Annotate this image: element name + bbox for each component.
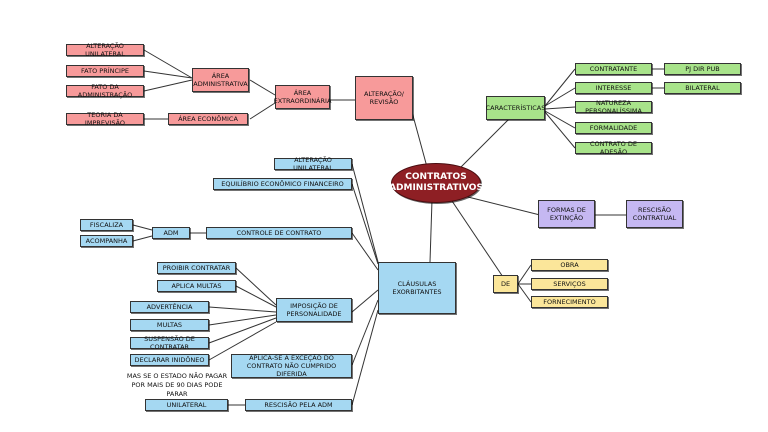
center-node[interactable]: CONTRATOS ADMINISTRATIVOS xyxy=(389,163,483,203)
declarar-inidoneo-node[interactable]: DECLARAR INIDÔNEO xyxy=(130,354,209,366)
aplica-excecao-node[interactable]: APLICA-SE A EXCEÇÃO DO CONTRATO NÃO CUMP… xyxy=(231,354,352,378)
area-administrativa-node[interactable]: ÁREA ADMINISTRATIVA xyxy=(192,68,249,92)
rescisao-contratual-node[interactable]: RESCISÃO CONTRATUAL xyxy=(626,200,683,228)
alteracao-unilateral-node[interactable]: ALTERAÇÃO UNILATERAL xyxy=(66,41,144,58)
area-economica-node[interactable]: ÁREA ECONÔMICA xyxy=(168,113,248,125)
fornecimento-label: FORNECIMENTO xyxy=(543,297,596,306)
natureza-node[interactable]: NATUREZA PERSONALÍSSIMA xyxy=(575,98,652,115)
alteracao-revisao-label: ALTERAÇÃO/ REVISÃO xyxy=(363,89,404,106)
de-label: DE xyxy=(500,279,511,288)
note-90-dias: MAS SE O ESTADO NÃO PAGAR POR MAIS DE 90… xyxy=(126,372,228,398)
proibir-contratar-node[interactable]: PROIBIR CONTRATAR xyxy=(157,262,236,274)
contrato-adesao-node[interactable]: CONTRATO DE ADESÃO xyxy=(575,139,652,156)
acompanha-node[interactable]: ACOMPANHA xyxy=(80,235,133,247)
center-label: CONTRATOS ADMINISTRATIVOS xyxy=(389,171,483,193)
servicos-node[interactable]: SERVIÇOS xyxy=(531,278,608,290)
alteracao-revisao-node[interactable]: ALTERAÇÃO/ REVISÃO xyxy=(355,76,413,120)
alteracao-unilateral-label: ALTERAÇÃO UNILATERAL xyxy=(85,41,125,58)
imposicao-label: IMPOSIÇÃO DE PERSONALIDADE xyxy=(286,301,342,318)
rescisao-adm-node[interactable]: RESCISÃO PELA ADM xyxy=(245,399,352,411)
fiscaliza-node[interactable]: FISCALIZA xyxy=(80,219,133,231)
imposicao-node[interactable]: IMPOSIÇÃO DE PERSONALIDADE xyxy=(276,298,352,322)
caracteristicas-node[interactable]: CARACTERÍSTICAS xyxy=(486,96,545,120)
teoria-imprevisao-node[interactable]: TEORIA DA IMPREVISÃO xyxy=(66,110,144,127)
controle-contrato-node[interactable]: CONTROLE DE CONTRATO xyxy=(206,227,352,239)
adm-node[interactable]: ADM xyxy=(152,227,190,239)
contratante-node[interactable]: CONTRATANTE xyxy=(575,63,652,75)
area-economica-label: ÁREA ECONÔMICA xyxy=(178,114,238,123)
obra-node[interactable]: OBRA xyxy=(531,259,608,271)
unilateral-node[interactable]: UNILATERAL xyxy=(145,399,228,411)
bilateral-node[interactable]: BILATERAL xyxy=(664,82,741,94)
formalidade-node[interactable]: FORMALIDADE xyxy=(575,122,652,134)
bilateral-label: BILATERAL xyxy=(685,83,720,92)
aplica-multas-label: APLICA MULTAS xyxy=(171,281,222,290)
suspensao-label: SUSPENSÃO DE CONTRATAR xyxy=(144,334,195,351)
rescisao-contratual-label: RESCISÃO CONTRATUAL xyxy=(632,205,677,222)
aplica-multas-node[interactable]: APLICA MULTAS xyxy=(157,280,236,292)
equilibrio-label: EQUILÍBRIO ECONÔMICO FINANCEIRO xyxy=(221,179,344,188)
clausulas-exorbitantes-label: CLÁUSULAS EXORBITANTES xyxy=(392,279,442,296)
formas-extincao-node[interactable]: FORMAS DE EXTINÇÃO xyxy=(538,200,595,228)
fornecimento-node[interactable]: FORNECIMENTO xyxy=(531,296,608,308)
declarar-inidoneo-label: DECLARAR INIDÔNEO xyxy=(134,355,205,364)
suspensao-node[interactable]: SUSPENSÃO DE CONTRATAR xyxy=(130,334,209,351)
contratante-label: CONTRATANTE xyxy=(589,64,638,73)
de-node[interactable]: DE xyxy=(493,275,518,293)
clausula-alteracao-unilateral-node[interactable]: ALTERAÇÃO UNILATERAL xyxy=(274,155,352,172)
rescisao-adm-label: RESCISÃO PELA ADM xyxy=(264,400,333,409)
multas-label: MULTAS xyxy=(156,320,183,329)
fiscaliza-label: FISCALIZA xyxy=(89,220,124,229)
adm-label: ADM xyxy=(163,228,179,237)
formalidade-label: FORMALIDADE xyxy=(589,123,638,132)
obra-label: OBRA xyxy=(560,260,579,269)
acompanha-label: ACOMPANHA xyxy=(85,236,128,245)
area-extraordinaria-node[interactable]: ÁREA EXTRAORDINÁRIA xyxy=(273,85,332,109)
advertencia-label: ADVERTÊNCIA xyxy=(146,302,193,311)
multas-node[interactable]: MULTAS xyxy=(130,319,209,331)
advertencia-node[interactable]: ADVERTÊNCIA xyxy=(130,301,209,313)
formas-extincao-label: FORMAS DE EXTINÇÃO xyxy=(547,205,586,222)
clausula-alteracao-unilateral-label: ALTERAÇÃO UNILATERAL xyxy=(293,155,333,172)
interesse-node[interactable]: INTERESSE xyxy=(575,82,652,94)
fato-administracao-node[interactable]: FATO DA ADMINISTRAÇÃO xyxy=(66,82,144,99)
fato-administracao-label: FATO DA ADMINISTRAÇÃO xyxy=(77,82,133,99)
teoria-imprevisao-label: TEORIA DA IMPREVISÃO xyxy=(84,110,126,127)
unilateral-label: UNILATERAL xyxy=(166,400,207,409)
pj-dir-pub-label: PJ DIR PUB xyxy=(685,64,720,73)
aplica-excecao-label: APLICA-SE A EXCEÇÃO DO CONTRATO NÃO CUMP… xyxy=(246,353,337,379)
natureza-label: NATUREZA PERSONALÍSSIMA xyxy=(585,98,642,115)
caracteristicas-label: CARACTERÍSTICAS xyxy=(485,103,546,112)
servicos-label: SERVIÇOS xyxy=(553,279,586,288)
area-extraordinaria-label: ÁREA EXTRAORDINÁRIA xyxy=(273,88,332,105)
pj-dir-pub-node[interactable]: PJ DIR PUB xyxy=(664,63,741,75)
proibir-contratar-label: PROIBIR CONTRATAR xyxy=(162,263,231,272)
interesse-label: INTERESSE xyxy=(595,83,632,92)
contrato-adesao-label: CONTRATO DE ADESÃO xyxy=(590,139,637,156)
fato-principe-label: FATO PRÍNCIPE xyxy=(81,66,129,75)
fato-principe-node[interactable]: FATO PRÍNCIPE xyxy=(66,65,144,77)
clausulas-exorbitantes-node[interactable]: CLÁUSULAS EXORBITANTES xyxy=(378,262,456,314)
area-administrativa-label: ÁREA ADMINISTRATIVA xyxy=(193,71,248,88)
equilibrio-node[interactable]: EQUILÍBRIO ECONÔMICO FINANCEIRO xyxy=(213,178,352,190)
controle-contrato-label: CONTROLE DE CONTRATO xyxy=(236,228,322,237)
